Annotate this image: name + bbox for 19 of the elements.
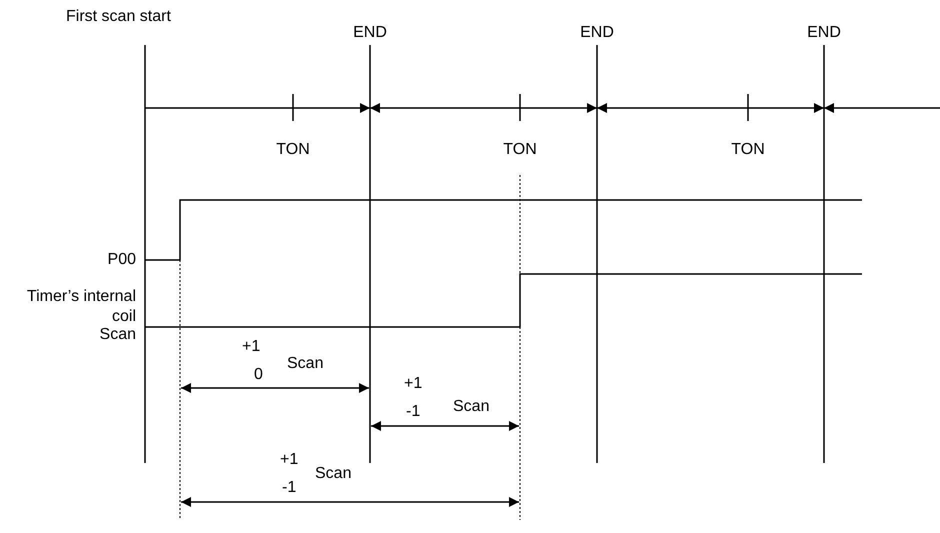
scan-start-label: First scan start bbox=[66, 7, 171, 27]
instruction-label: TON bbox=[731, 140, 765, 160]
duration-label: Scan bbox=[287, 354, 324, 374]
duration-label: +1 bbox=[404, 374, 422, 394]
instruction-label: TON bbox=[503, 140, 537, 160]
duration-label: -1 bbox=[406, 402, 420, 422]
signal-label: P00 bbox=[108, 250, 136, 270]
scan-end-label: END bbox=[807, 23, 841, 43]
duration-label: Scan bbox=[315, 464, 352, 484]
signal-label: Timer’s internal coil bbox=[26, 287, 136, 327]
duration-label: 0 bbox=[254, 365, 263, 385]
instruction-label: TON bbox=[276, 140, 310, 160]
signal-label: Scan bbox=[100, 325, 136, 345]
duration-label: -1 bbox=[282, 478, 296, 498]
duration-label: +1 bbox=[242, 337, 260, 357]
duration-label: +1 bbox=[280, 450, 298, 470]
duration-label: Scan bbox=[453, 397, 490, 417]
scan-end-label: END bbox=[353, 23, 387, 43]
scan-end-label: END bbox=[580, 23, 614, 43]
